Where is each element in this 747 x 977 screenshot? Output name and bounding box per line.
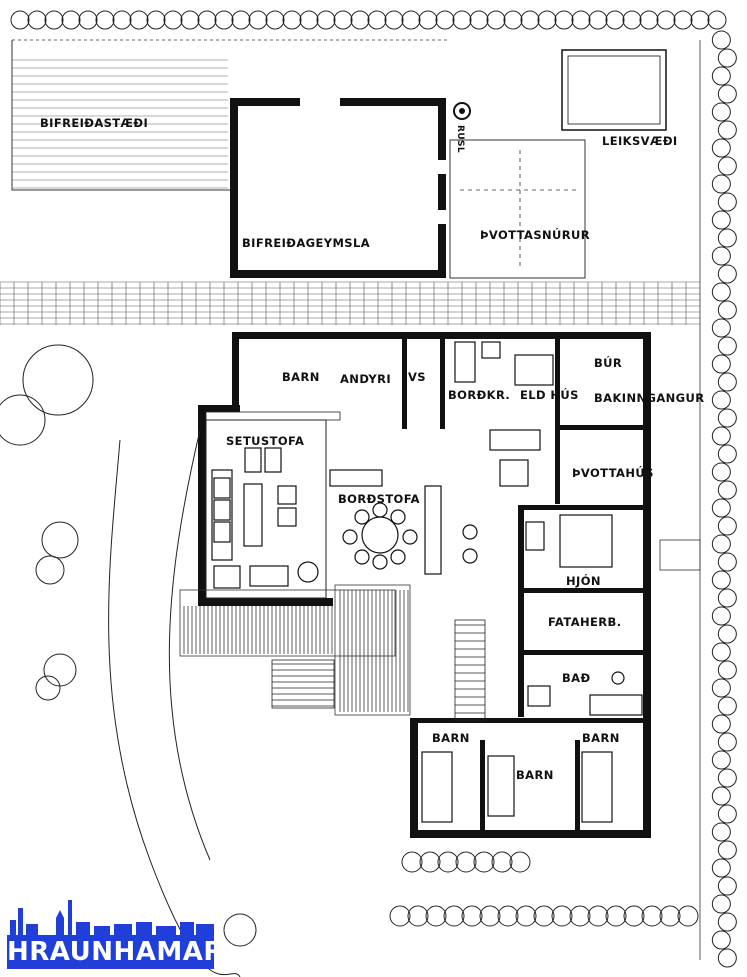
label-bordkr: BORÐKR. [448, 388, 511, 402]
trash-bin-icon [453, 102, 471, 120]
house-walls [198, 332, 651, 838]
skyline-logo-icon [10, 900, 214, 936]
stairs [271, 619, 486, 721]
right-hedge [711, 30, 737, 968]
logo-text: HRAUNHAMAR [7, 935, 224, 969]
label-bad: BAÐ [562, 671, 591, 685]
label-fataherb: FATAHERB. [548, 615, 622, 629]
bottom-hedge [389, 905, 699, 927]
label-andyri: ANDYRI [340, 372, 392, 386]
label-barn-middle: BARN [516, 768, 554, 782]
label-barn-right: BARN [582, 731, 620, 745]
lot-line [11, 40, 232, 191]
label-bifreidastaedi: BIFREIÐASTÆÐI [40, 116, 149, 130]
label-bakinngangur: BAKINNGANGUR [594, 391, 705, 405]
label-barn-north: BARN [282, 370, 320, 384]
furniture [211, 341, 643, 823]
label-bordstofa: BORÐSTOFA [338, 492, 420, 506]
terrace [179, 584, 411, 716]
laundry-area [449, 139, 586, 279]
label-setustofa: SETUSTOFA [226, 434, 305, 448]
label-bifreidageymsla: BIFREIÐAGEYMSLA [242, 236, 371, 250]
garage-walls [230, 98, 446, 278]
garden [0, 344, 257, 977]
paving-strip [0, 281, 700, 325]
label-eldhus: ELD HÚS [520, 388, 579, 402]
label-barn-left: BARN [432, 731, 470, 745]
label-bur: BÚR [594, 356, 623, 370]
front-hedge [401, 851, 531, 873]
sandbox [561, 49, 667, 131]
label-rusl: RUSL [455, 125, 465, 154]
parking-hatch [12, 59, 228, 189]
label-hjon: HJÓN [566, 574, 601, 588]
label-thvottahus: ÞVOTTAHÚS [572, 466, 654, 480]
top-hedge [10, 10, 727, 30]
label-leiksvaedi: LEIKSVÆÐI [602, 134, 678, 148]
label-vs: VS [408, 370, 426, 384]
label-thvottasnurur: ÞVOTTASNÚRUR [480, 228, 591, 242]
